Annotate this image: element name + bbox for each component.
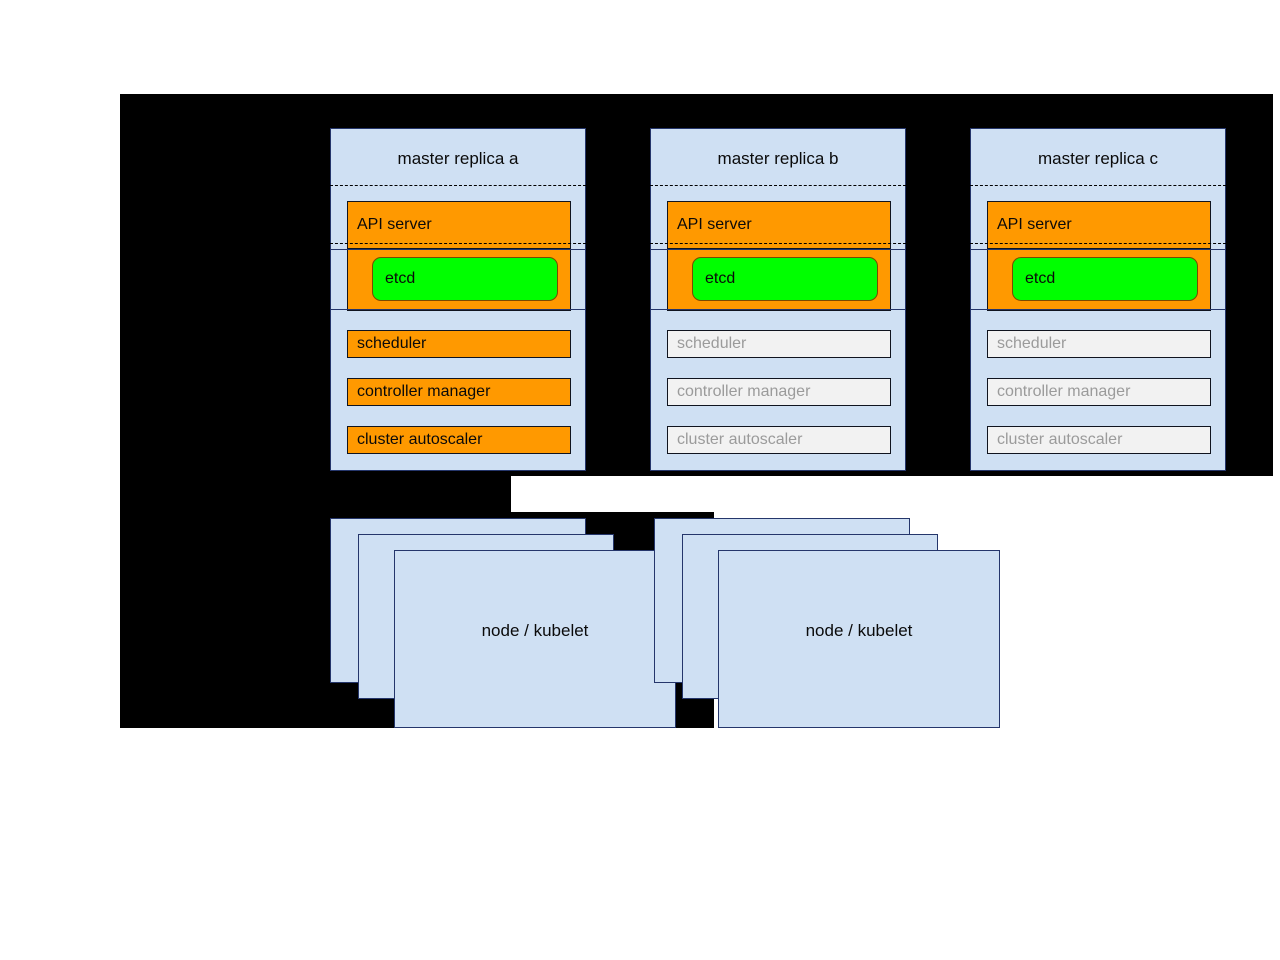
master-replica-b[interactable]: master replica b etcd API server schedul…: [650, 128, 906, 471]
node-kubelet-label-1: node / kubelet: [481, 621, 589, 640]
controller-manager-c[interactable]: controller manager: [987, 378, 1211, 406]
etcd-host-b[interactable]: etcd: [667, 249, 891, 311]
separator-dashed-bottom: [970, 243, 1226, 244]
node-card-front[interactable]: node / kubelet: [394, 550, 676, 728]
master-replica-c-title: master replica c: [1038, 149, 1158, 168]
node-card-front[interactable]: node / kubelet: [718, 550, 1000, 728]
etcd-a[interactable]: etcd: [372, 257, 558, 301]
etcd-c[interactable]: etcd: [1012, 257, 1198, 301]
etcd-b[interactable]: etcd: [692, 257, 878, 301]
scheduler-b[interactable]: scheduler: [667, 330, 891, 358]
separator-solid-top: [330, 249, 586, 250]
cluster-autoscaler-a[interactable]: cluster autoscaler: [347, 426, 571, 454]
separator-dashed-top: [330, 185, 586, 186]
separator-solid-bottom: [330, 309, 586, 310]
separator-dashed-bottom: [650, 243, 906, 244]
api-server-a[interactable]: API server: [347, 201, 571, 249]
etcd-host-c[interactable]: etcd: [987, 249, 1211, 311]
master-replica-c[interactable]: master replica c etcd API server schedul…: [970, 128, 1226, 471]
separator-solid-bottom: [970, 309, 1226, 310]
separator-dashed-bottom: [330, 243, 586, 244]
api-server-b[interactable]: API server: [667, 201, 891, 249]
separator-dashed-top: [970, 185, 1226, 186]
controller-manager-a[interactable]: controller manager: [347, 378, 571, 406]
master-replica-b-title: master replica b: [717, 149, 839, 168]
cluster-autoscaler-c[interactable]: cluster autoscaler: [987, 426, 1211, 454]
scheduler-c[interactable]: scheduler: [987, 330, 1211, 358]
master-replica-a[interactable]: master replica a etcd API server schedul…: [330, 128, 586, 471]
backdrop-slab-middle: [120, 476, 511, 512]
api-server-c[interactable]: API server: [987, 201, 1211, 249]
etcd-host-a[interactable]: etcd: [347, 249, 571, 311]
master-replica-a-title: master replica a: [397, 149, 519, 168]
scheduler-a[interactable]: scheduler: [347, 330, 571, 358]
cluster-autoscaler-b[interactable]: cluster autoscaler: [667, 426, 891, 454]
separator-solid-top: [970, 249, 1226, 250]
separator-dashed-top: [650, 185, 906, 186]
controller-manager-b[interactable]: controller manager: [667, 378, 891, 406]
separator-solid-top: [650, 249, 906, 250]
separator-solid-bottom: [650, 309, 906, 310]
node-kubelet-label-2: node / kubelet: [805, 621, 913, 640]
